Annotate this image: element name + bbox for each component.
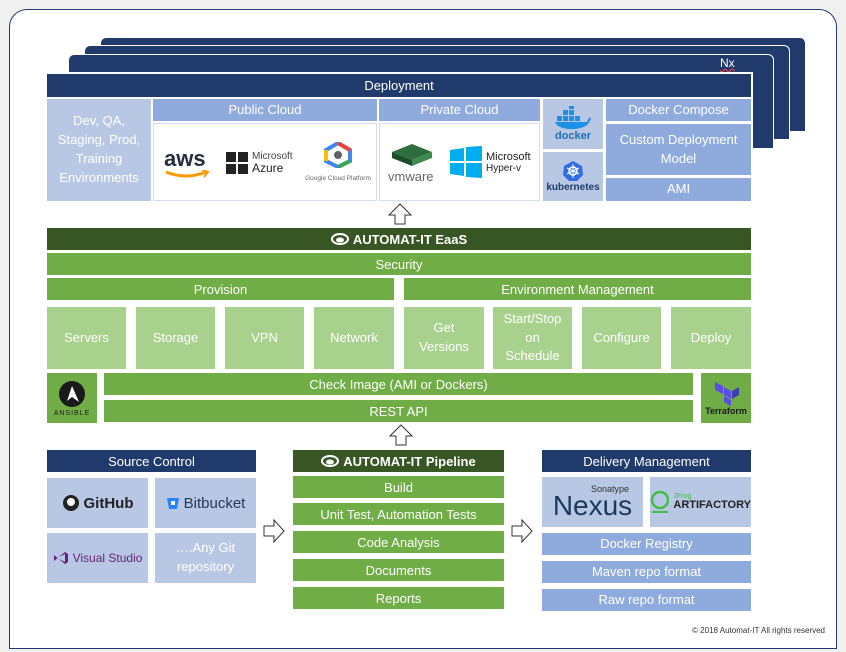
bitbucket-logo: Bitbucket (155, 478, 256, 528)
delivery-management-title: Delivery Management (542, 450, 751, 472)
terraform-logo: Terraform (701, 373, 751, 423)
visual-studio-logo: Visual Studio (47, 533, 148, 583)
azure-line1: Microsoft (252, 151, 293, 162)
docker-logo: docker (543, 99, 603, 149)
pipeline-step-documents: Documents (293, 559, 504, 581)
environments-label: Dev, QA, Staging, Prod, Training Environ… (47, 99, 151, 201)
windows-icon (226, 152, 248, 174)
start-stop-schedule-item: Start/Stop on Schedule (493, 307, 572, 369)
bitbucket-icon (166, 498, 179, 509)
gcp-hexagon-icon (324, 140, 352, 170)
aws-logo: aws (164, 146, 210, 178)
vmware-logo: vmware (388, 142, 436, 184)
eaas-title: AUTOMAT-IT EaaS (47, 228, 751, 250)
pipeline-step-tests: Unit Test, Automation Tests (293, 503, 504, 525)
pipeline-title-text: AUTOMAT-IT Pipeline (343, 453, 476, 469)
github-logo: GitHub (47, 478, 148, 528)
hyperv-line1: Microsoft (486, 151, 531, 163)
docker-registry-item: Docker Registry (542, 533, 751, 555)
pipeline-step-reports: Reports (293, 587, 504, 609)
ansible-logo: ANSIBLE (47, 373, 97, 423)
kubernetes-logo: kubernetes (543, 152, 603, 201)
artifactory-label: ARTIFACTORY (673, 498, 751, 511)
arrow-right-icon (263, 519, 285, 543)
private-cloud-header: Private Cloud (379, 99, 540, 121)
any-git-label: ….Any Git repository (155, 533, 256, 583)
docker-compose-label: Docker Compose (606, 99, 751, 121)
bitbucket-label: Bitbucket (183, 494, 246, 512)
arrow-right-icon (511, 519, 533, 543)
maven-repo-item: Maven repo format (542, 561, 751, 583)
jfrog-label: JFrog (673, 492, 692, 500)
raw-repo-item: Raw repo format (542, 589, 751, 611)
visual-studio-icon (53, 552, 68, 564)
nx-label: Nx (720, 56, 735, 70)
pipeline-step-build: Build (293, 476, 504, 498)
azure-line2: Azure (252, 161, 284, 175)
artifactory-logo: JFrog ARTIFACTORY (650, 477, 751, 527)
environment-management-header: Environment Management (404, 278, 751, 300)
rest-api-bar: REST API (104, 400, 693, 422)
security-bar: Security (47, 253, 751, 275)
custom-deployment-label: Custom Deployment Model (606, 124, 751, 175)
terraform-label: Terraform (705, 406, 747, 416)
public-cloud-header: Public Cloud (153, 99, 377, 121)
aws-smile-icon (165, 170, 210, 178)
visual-studio-label: Visual Studio (72, 551, 143, 565)
storage-item: Storage (136, 307, 215, 369)
github-label: GitHub (83, 494, 134, 512)
docker-label: docker (554, 130, 592, 142)
provision-header: Provision (47, 278, 394, 300)
gcp-logo: Google Cloud Platform (302, 140, 374, 182)
automat-it-logo-icon (321, 455, 340, 467)
servers-item: Servers (47, 307, 126, 369)
terraform-icon (715, 382, 739, 406)
deployment-title: Deployment (47, 74, 751, 97)
nexus-logo: Sonatype Nexus (542, 477, 643, 527)
ami-label: AMI (606, 178, 751, 201)
nexus-label: Nexus (552, 490, 633, 521)
arrow-up-icon (388, 203, 412, 225)
jfrog-icon (650, 490, 670, 513)
source-control-title: Source Control (47, 450, 256, 472)
vpn-item: VPN (225, 307, 304, 369)
kubernetes-label: kubernetes (546, 182, 600, 193)
copyright-text: © 2018 Automat-IT All rights reserved (692, 626, 825, 635)
deploy-item: Deploy (671, 307, 751, 369)
network-item: Network (314, 307, 394, 369)
get-versions-item: Get Versions (404, 307, 484, 369)
ansible-icon (59, 380, 85, 407)
automat-it-logo-icon (330, 233, 349, 245)
gcp-label: Google Cloud Platform (305, 175, 371, 182)
configure-item: Configure (582, 307, 661, 369)
vmware-label: vmware (388, 169, 434, 184)
pipeline-step-code-analysis: Code Analysis (293, 531, 504, 553)
vmware-cube-icon (392, 144, 432, 166)
arrow-up-icon (389, 424, 413, 446)
nexus-brand-label: Sonatype (590, 484, 629, 494)
windows-blue-icon (450, 146, 482, 178)
docker-whale-icon (555, 106, 591, 130)
eaas-title-text: AUTOMAT-IT EaaS (352, 231, 468, 247)
kubernetes-wheel-icon (563, 161, 583, 181)
github-octocat-icon (62, 495, 79, 511)
hyperv-line2: Hyper-v (486, 163, 522, 175)
pipeline-title: AUTOMAT-IT Pipeline (293, 450, 504, 472)
ansible-label: ANSIBLE (53, 409, 91, 417)
check-image-bar: Check Image (AMI or Dockers) (104, 373, 693, 395)
